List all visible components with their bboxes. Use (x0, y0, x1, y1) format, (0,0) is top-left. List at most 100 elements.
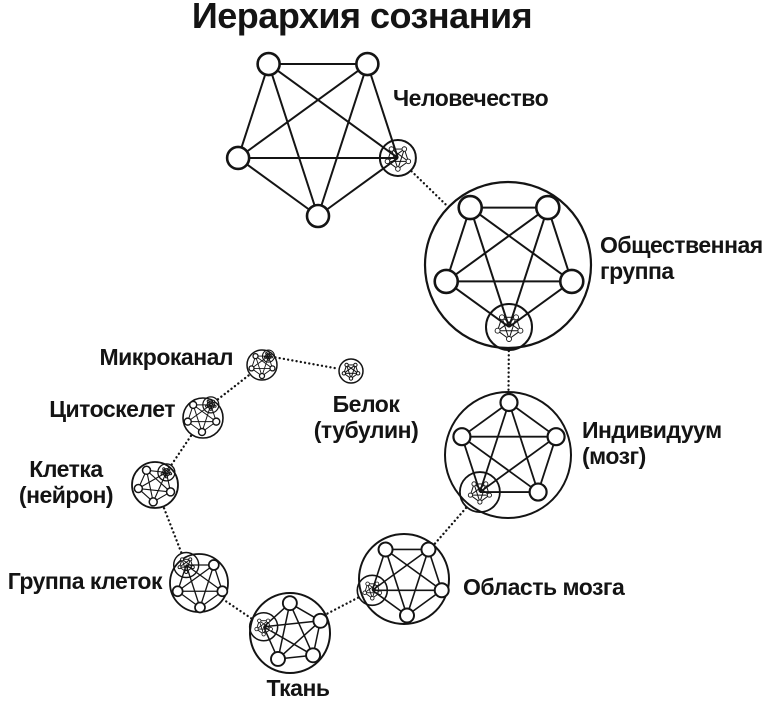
edge (181, 558, 194, 568)
connector-individual-brain-to-brain-region (433, 506, 468, 546)
network-individual-brain (444, 391, 572, 519)
node (281, 595, 298, 612)
edge (546, 207, 573, 282)
edge (508, 317, 517, 340)
edge (479, 435, 557, 493)
node (355, 51, 380, 77)
mini-node (160, 472, 164, 476)
mini-node (486, 492, 492, 498)
mini-node (206, 399, 210, 403)
edge (508, 401, 557, 438)
mini-node (388, 146, 395, 152)
subnetwork-ring (261, 349, 276, 363)
edge (508, 402, 539, 493)
subnetwork-ring (378, 138, 417, 177)
node (207, 559, 220, 571)
edge (346, 364, 359, 374)
label-tissue: Ткань (266, 675, 330, 701)
dotted-connectors (162, 170, 510, 620)
edge (479, 402, 510, 493)
node (133, 483, 144, 494)
label-line: Группа клеток (7, 568, 163, 594)
edge (277, 603, 291, 660)
edge (145, 470, 154, 503)
node (216, 585, 229, 598)
mini-node (180, 557, 185, 562)
membrane-circle (423, 180, 593, 350)
subnetwork-ring (202, 396, 220, 414)
mini-node (401, 146, 408, 152)
network-cell-group (169, 551, 229, 614)
mini-node (184, 570, 189, 574)
edge (263, 620, 269, 635)
node (399, 607, 415, 624)
node (546, 427, 566, 447)
edge (185, 564, 223, 592)
node (534, 194, 561, 221)
connector-humanity-to-social-group (410, 170, 449, 208)
connector-tissue-to-cell-group (222, 598, 253, 620)
node (305, 647, 322, 664)
edge (445, 206, 549, 283)
mini-node (513, 314, 520, 321)
mini-node (169, 472, 173, 476)
edge (508, 207, 549, 328)
edge (258, 620, 272, 630)
edge (406, 549, 430, 616)
edge (185, 564, 201, 608)
edge (537, 436, 557, 493)
mini-node (471, 481, 477, 487)
mini-node (483, 481, 489, 487)
mini-node (209, 407, 213, 411)
mini-node (267, 358, 270, 361)
mini-node (205, 404, 209, 408)
node (269, 365, 276, 372)
mini-node (270, 355, 274, 359)
page-title: Иерархия сознания (191, 0, 533, 36)
mini-node (494, 327, 501, 334)
node (248, 365, 255, 372)
mini-node (265, 352, 268, 355)
mini-node (268, 626, 273, 632)
node (420, 541, 437, 558)
node (305, 203, 331, 229)
node (344, 362, 349, 368)
node (341, 371, 347, 376)
connector-cell-group-to-cell-neuron (162, 506, 183, 554)
mini-node (384, 158, 391, 165)
edge (391, 148, 409, 162)
subnetwork-ring (459, 471, 501, 513)
mini-node (190, 565, 195, 570)
edge (469, 206, 573, 283)
edge (181, 559, 187, 573)
label-line: Микроканал (99, 344, 233, 370)
mini-node (162, 467, 166, 471)
mini-node (188, 557, 193, 562)
network-protein-tubulin (338, 358, 364, 384)
node (270, 651, 286, 667)
label-line: (нейрон) (18, 482, 114, 508)
node (355, 371, 361, 376)
edge (366, 63, 399, 159)
edge (384, 549, 408, 616)
mini-node (467, 492, 473, 498)
edge (138, 487, 171, 493)
label-line: Область мозга (463, 574, 625, 600)
node (457, 194, 484, 221)
mini-node (377, 590, 383, 595)
mini-node (213, 404, 217, 408)
subnetwork-ring (356, 574, 389, 607)
edge (508, 280, 573, 328)
label-microtubule: Микроканал (99, 344, 233, 370)
node (312, 612, 329, 629)
edge (317, 63, 369, 217)
node (165, 487, 176, 497)
edge (256, 620, 269, 630)
edge (445, 280, 510, 328)
edge (192, 404, 203, 433)
network-cytoskeleton (182, 396, 224, 439)
edge (445, 207, 472, 282)
edge (146, 469, 171, 493)
